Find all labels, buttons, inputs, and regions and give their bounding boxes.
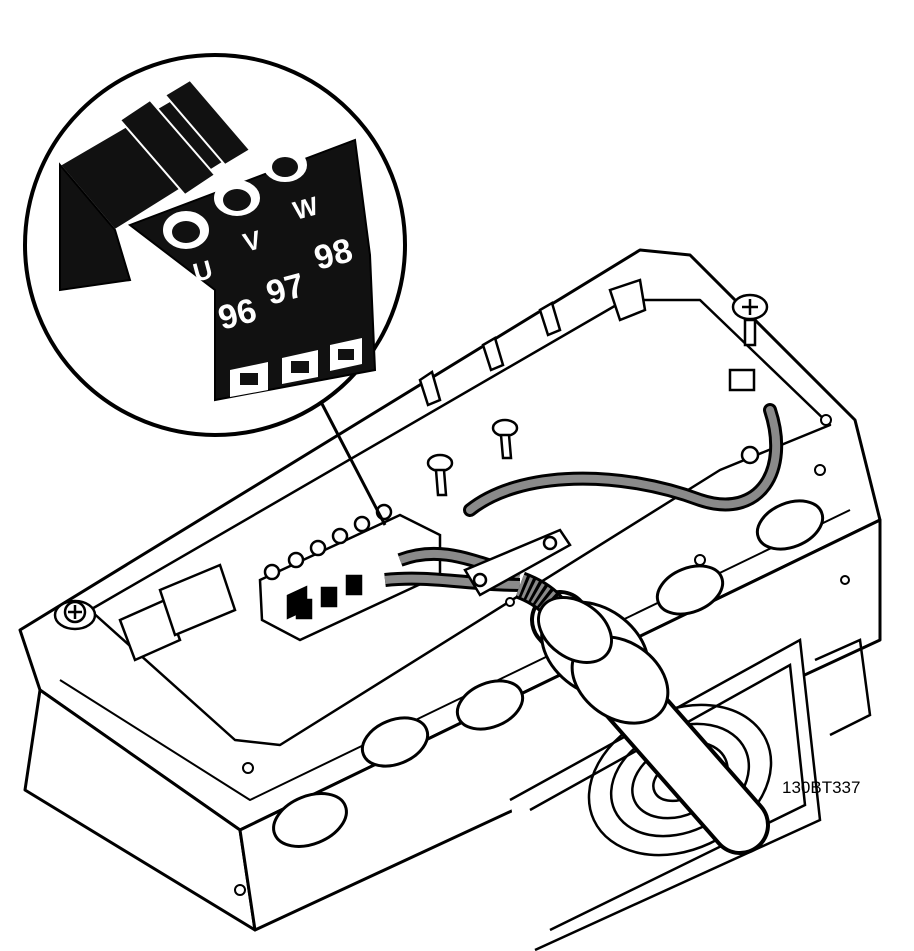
drive-enclosure <box>18 248 882 932</box>
cable-gland <box>537 596 670 725</box>
cable-knockouts <box>272 499 825 848</box>
earth-wire <box>463 403 784 517</box>
cable-clamp <box>463 528 572 597</box>
rail-details <box>418 278 647 407</box>
motor-connector-plug: U V W 96 97 98 <box>58 78 377 402</box>
ground-screw-right <box>728 293 769 465</box>
terminal-blocks <box>118 503 442 662</box>
clamp-screws <box>426 418 519 497</box>
ground-screw-left <box>53 599 97 631</box>
figure-reference-code: 130BT337 <box>782 778 860 797</box>
